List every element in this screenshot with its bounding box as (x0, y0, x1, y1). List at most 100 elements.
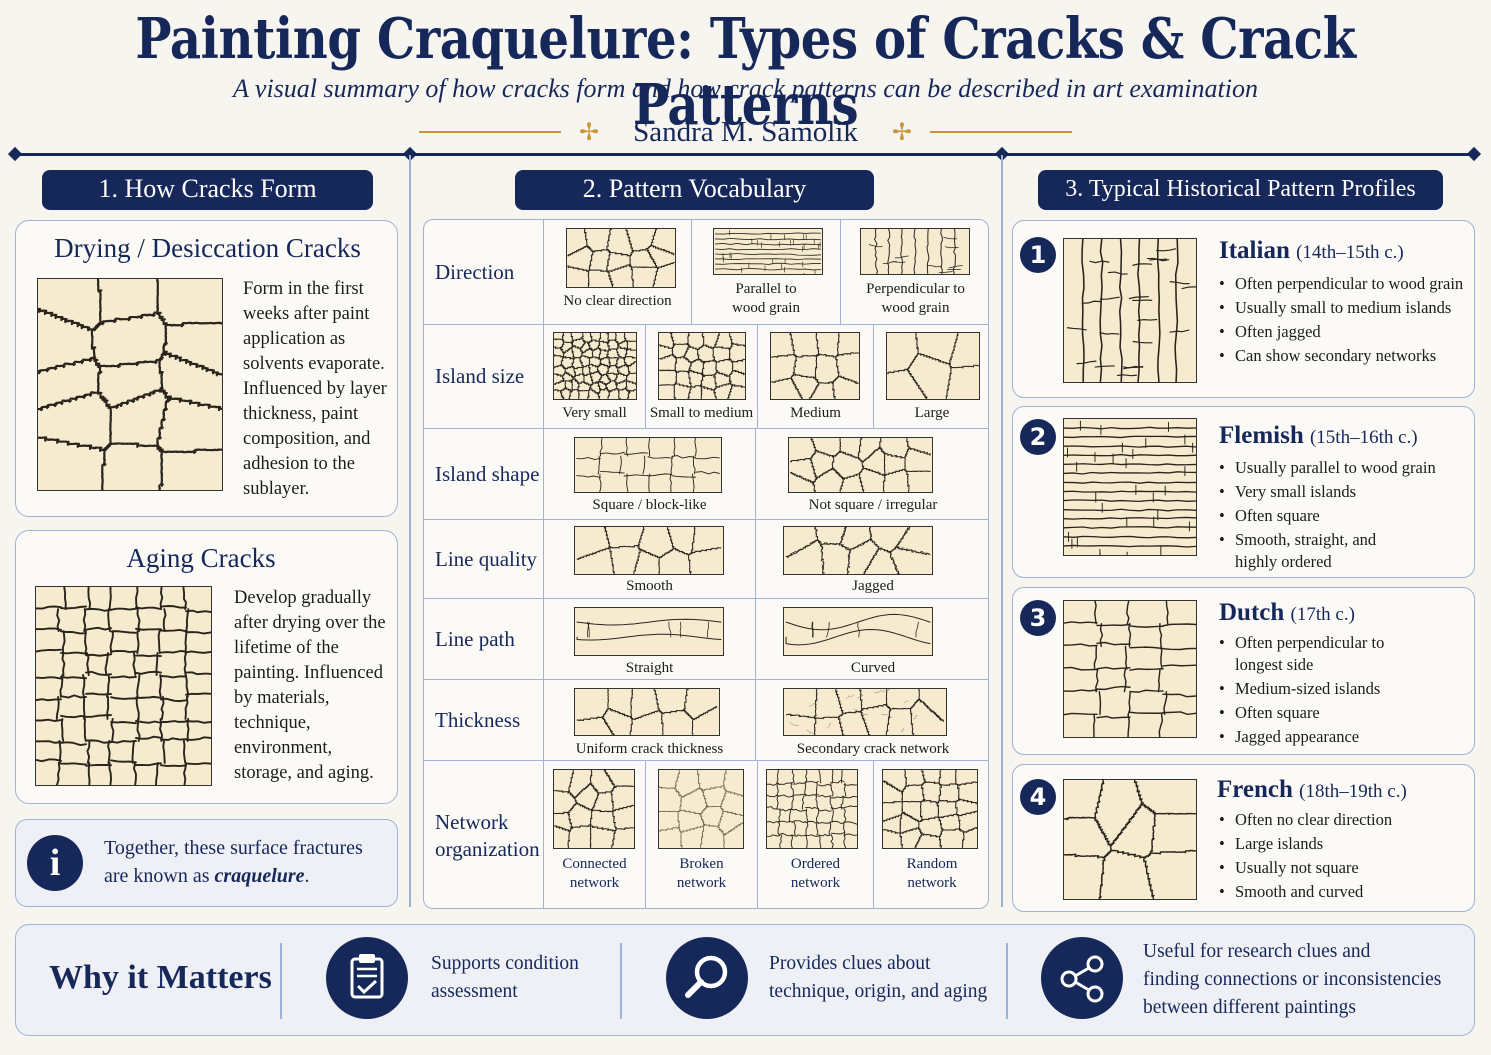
banner-separator (620, 943, 622, 1019)
column-separator (409, 155, 411, 907)
profile-number-badge: 1 (1020, 237, 1056, 273)
vocab-label: Island size (424, 325, 544, 428)
vocab-cell: Small to medium (646, 325, 758, 428)
vocab-caption: Not square / irregular (808, 497, 938, 513)
vocab-thumbnail (574, 437, 722, 493)
profile-dutch-illustration (1063, 600, 1197, 738)
banner-separator (1006, 943, 1008, 1019)
vocab-thumbnail (860, 228, 970, 275)
vocab-caption: No clear direction (563, 293, 672, 309)
profile-bullets: Often perpendicular to wood grainUsually… (1219, 273, 1469, 369)
vocab-row-network-organization: Network organization Connected network B… (424, 761, 988, 908)
section-header-how-cracks-form: 1. How Cracks Form (42, 170, 373, 210)
vocab-caption: Ordered network (790, 856, 841, 891)
vocab-thumbnail (553, 332, 637, 400)
benefit-condition-text: Supports condition assessment (431, 953, 579, 1002)
vocab-caption: Parallel to wood grain (732, 281, 800, 316)
vocab-row-line-path: Line path Straight Curved (424, 599, 988, 680)
vocab-cell: Curved (756, 599, 988, 679)
vocab-thumbnail (658, 769, 744, 849)
vocab-row-thickness: Thickness Uniform crack thickness Second… (424, 680, 988, 761)
vocab-thumbnail (574, 688, 720, 736)
vocab-caption: Very small (562, 405, 627, 421)
profile-name: French (18th–19th c.) (1217, 776, 1407, 803)
gold-divider-right (929, 131, 1072, 133)
profile-card-french: 4 French (18th–19th c.) Often no clear d… (1012, 764, 1475, 912)
profile-flemish-illustration (1063, 418, 1197, 556)
profile-number-badge: 4 (1020, 779, 1056, 815)
vocab-thumbnail (882, 769, 978, 849)
vocab-row-line-quality: Line quality Smooth Jagged (424, 520, 988, 599)
vocab-cell: Straight (544, 599, 756, 679)
vocab-cell: Secondary crack network (756, 680, 988, 760)
vocab-caption: Straight (625, 660, 674, 676)
vocab-caption: Uniform crack thickness (575, 741, 724, 757)
vocab-label: Network organization (424, 761, 544, 908)
profile-number-badge: 2 (1020, 419, 1056, 455)
vocab-caption: Connected network (562, 856, 627, 891)
vocab-thumbnail (783, 607, 933, 656)
vocab-caption: Medium (790, 405, 841, 421)
vocab-cell: Uniform crack thickness (544, 680, 756, 760)
drying-cracks-illustration (37, 278, 223, 491)
vocab-label: Island shape (424, 429, 544, 519)
gold-divider-left (419, 131, 562, 133)
profile-card-dutch: 3 Dutch (17th c.) Often perpendicular to… (1012, 587, 1475, 755)
vocab-thumbnail (713, 228, 823, 275)
author-row: ✢ Sandra M. Samolik ✢ (0, 112, 1491, 152)
vocab-thumbnail (553, 769, 635, 849)
vocab-cell: No clear direction (544, 220, 692, 324)
profile-name: Dutch (17th c.) (1219, 599, 1355, 626)
vocab-cell: Square / block-like (544, 429, 756, 519)
vocab-cell: Parallel to wood grain (692, 220, 841, 324)
vocab-cell: Ordered network (758, 761, 874, 908)
vocab-thumbnail (574, 607, 724, 656)
aging-cracks-illustration (35, 586, 212, 786)
column-separator (1001, 155, 1003, 907)
vocab-cell: Broken network (646, 761, 758, 908)
vocab-cell: Connected network (544, 761, 646, 908)
vocab-thumbnail (566, 228, 676, 288)
profile-bullets: Usually parallel to wood grainVery small… (1219, 457, 1469, 575)
vocab-thumbnail (886, 332, 980, 400)
page-subtitle: A visual summary of how cracks form and … (233, 74, 1258, 103)
aging-cracks-title: Aging Cracks (126, 543, 276, 573)
vocab-label: Direction (424, 220, 544, 324)
clipboard-check-icon (326, 937, 408, 1019)
vocab-caption: Smooth (626, 578, 673, 594)
vocab-cell: Perpendicular to wood grain (841, 220, 988, 324)
vocab-caption: Curved (850, 660, 896, 676)
section-header-pattern-vocabulary: 2. Pattern Vocabulary (515, 170, 874, 210)
profile-card-flemish: 2 Flemish (15th–16th c.) Usually paralle… (1012, 406, 1475, 578)
vocab-row-island-shape: Island shape Square / block-like Not squ… (424, 429, 988, 520)
vocab-cell: Jagged (756, 520, 988, 598)
benefit-clues-text: Provides clues about technique, origin, … (769, 953, 988, 1002)
drying-cracks-card: Drying / Desiccation Cracks Form in the … (15, 220, 398, 517)
magnifier-icon (666, 937, 748, 1019)
info-icon: i (27, 835, 83, 891)
craquelure-info-text: Together, these surface fractures are kn… (104, 837, 363, 887)
benefit-research-text: Useful for research clues and finding co… (1143, 941, 1442, 1018)
vocab-thumbnail (783, 526, 933, 575)
banner-separator (280, 943, 282, 1019)
vocab-label: Line quality (424, 520, 544, 598)
vocab-thumbnail (658, 332, 746, 400)
top-rule (14, 153, 1477, 156)
fleur-ornament-icon: ✢ (891, 119, 912, 146)
vocab-cell: Very small (544, 325, 646, 428)
vocab-thumbnail (770, 332, 860, 400)
network-share-icon (1041, 937, 1123, 1019)
profile-bullets: Often perpendicular to longest sideMediu… (1219, 632, 1469, 750)
vocab-thumbnail (766, 769, 858, 849)
profile-name: Italian (14th–15th c.) (1219, 237, 1404, 264)
pattern-vocabulary-table: Direction No clear direction Parallel to… (423, 219, 989, 909)
vocab-cell: Random network (874, 761, 988, 908)
author-name: Sandra M. Samolik (633, 115, 858, 148)
profile-bullets: Often no clear directionLarge islands Us… (1219, 809, 1469, 905)
vocab-caption: Jagged (852, 578, 894, 594)
vocab-row-island-size: Island size Very small Small to medium M… (424, 325, 988, 429)
profile-name: Flemish (15th–16th c.) (1219, 422, 1418, 449)
